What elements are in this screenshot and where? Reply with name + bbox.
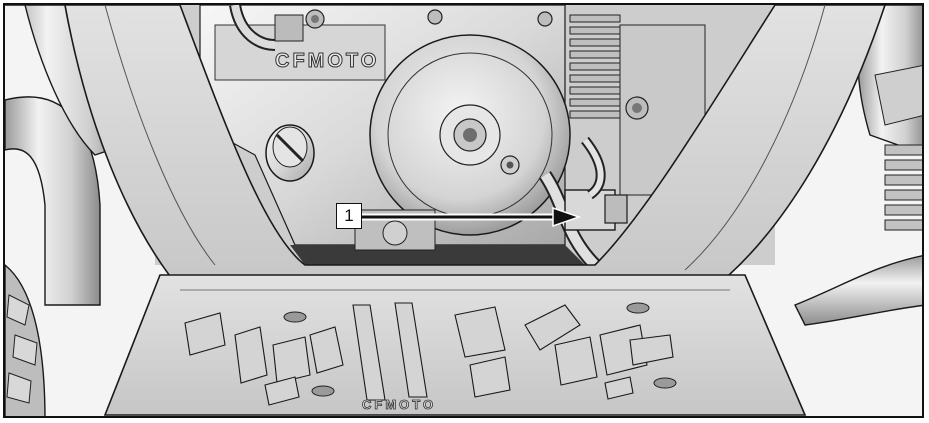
stator-cover xyxy=(369,34,571,236)
oil-fill-plug xyxy=(265,124,315,182)
left-tire xyxy=(5,264,46,416)
callout-label-1: 1 xyxy=(336,203,362,229)
right-frame-tube xyxy=(794,5,922,326)
engine-illustration: CFMOTO xyxy=(5,5,922,416)
brand-logo-engine: CFMOTO xyxy=(275,50,379,72)
illustration-frame: CFMOTO xyxy=(3,3,924,418)
callout-arrow-1 xyxy=(361,206,582,228)
wire-harness-connector xyxy=(539,136,628,270)
brand-logo-floor: CFMOTO xyxy=(362,397,436,412)
floor-cleats xyxy=(184,302,674,406)
